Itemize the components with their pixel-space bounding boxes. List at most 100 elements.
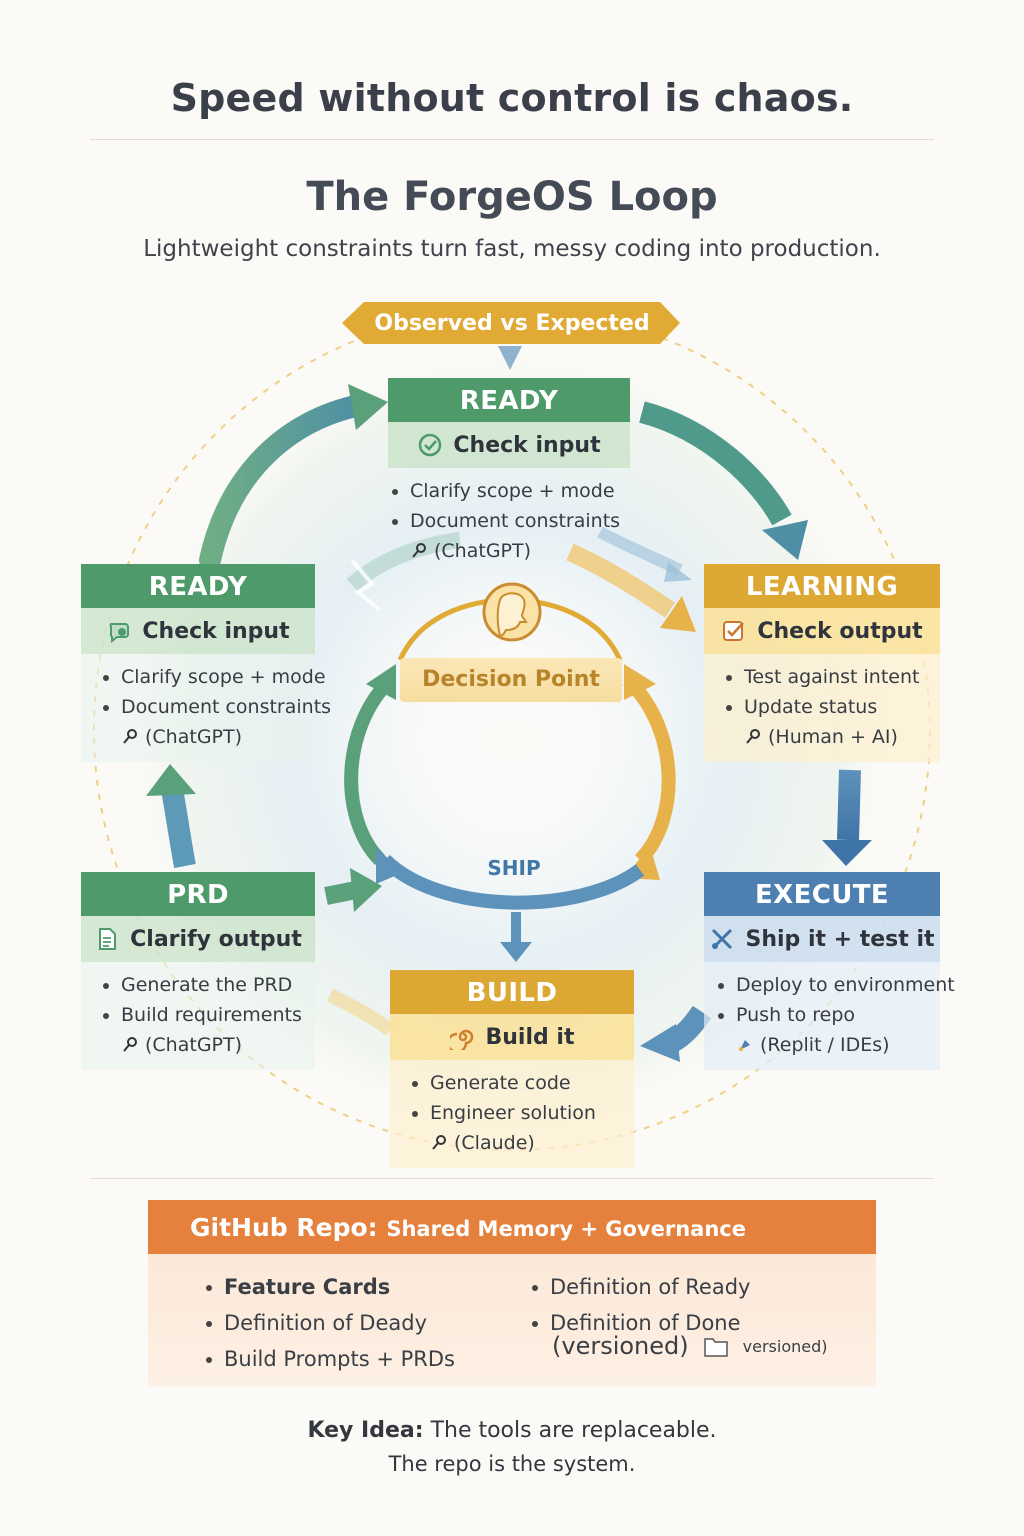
spiral-icon [449,1029,473,1050]
card-header: LEARNING [704,564,940,608]
inner-arc-right [623,674,676,865]
card-build: BUILD Build it Generate code Engineer so… [390,970,634,1168]
card-header: PRD [81,872,315,916]
list-item: Clarify scope + mode [99,662,326,692]
arrow-right-down [837,769,861,841]
card-body: Generate the PRD Build requirements (Cha… [81,962,315,1070]
pin-icon [746,729,760,744]
folder-icon [703,1338,728,1357]
checkbox-icon [723,621,745,641]
card-subheader-text: Build it [485,1024,575,1050]
card-subheader-text: Ship it + test it [745,926,935,952]
card-ready-left: READY Check input Clarify scope + mode D… [81,564,331,762]
list-item: Document constraints [388,506,630,536]
list-item: Build Prompts + PRDs [200,1342,455,1378]
tool-label: (Human + AI) [768,726,898,748]
card-execute: EXECUTE Ship it + test it Deploy to envi… [704,872,955,1070]
faint-arrow-right [566,543,675,618]
list-item: Test against intent [722,662,940,692]
arrow-prd-to-center-head [350,868,382,912]
card-body: Generate code Engineer solution (Claude) [390,1060,634,1168]
arrow-right-down-head [822,840,872,866]
pin-icon [123,729,137,744]
tool-label: (Replit / IDEs) [760,1034,890,1056]
tools-icon [712,928,733,950]
headline: Speed without control is chaos. [170,76,854,120]
repo-header: GitHub Repo: Shared Memory + Governance [148,1200,876,1254]
card-subheader: Clarify output [81,916,315,962]
pin-icon [432,1135,446,1150]
key-idea-label: Key Idea: [307,1418,424,1443]
list-item: Generate the PRD [99,970,315,1000]
arrow-left-to-top [199,394,371,571]
rocket-icon [739,1040,750,1051]
card-subheader-text: Check input [142,618,290,644]
card-prd: PRD Clarify output Generate the PRD Buil… [81,872,315,1070]
card-subheader: Build it [390,1014,634,1060]
versioned-note: (versioned) versioned) [552,1332,827,1360]
decision-point-label: Decision Point [400,658,622,702]
repo-list-right: Definition of Ready Definition of Done [526,1270,750,1342]
repo-list-left: Feature Cards Definition of Deady Build … [200,1270,455,1378]
list-item: Push to repo [714,1000,940,1030]
key-idea-line-2: The repo is the system. [388,1452,636,1476]
divider [90,139,934,140]
list-item: Definition of Deady [200,1306,455,1342]
card-subheader: Check input [81,608,315,654]
versioned-small-text: versioned) [742,1336,828,1356]
divider [90,1178,934,1179]
tool-label: (ChatGPT) [434,540,532,562]
card-body: Deploy to environment Push to repo (Repl… [704,962,955,1070]
list-item: Document constraints [99,692,331,722]
page-title: The ForgeOS Loop [306,174,718,220]
card-tool: (Claude) [408,1128,634,1158]
card-tool: (Replit / IDEs) [714,1030,940,1060]
arrow-execute-to-build-head [640,1024,680,1062]
check-circle-icon [419,433,442,457]
inner-arc-left [344,675,396,865]
page-subtitle: Lightweight constraints turn fast, messy… [143,236,881,262]
card-subheader: Check input [388,422,630,468]
arrow-prd-to-center [324,881,358,905]
list-item: Engineer solution [408,1098,634,1128]
card-header: READY [388,378,630,422]
card-body: Clarify scope + mode Document constraint… [388,468,630,574]
arrow-prd-up [161,787,196,869]
card-tool: (Human + AI) [722,722,940,752]
card-ready-top: READY Check input Clarify scope + mode D… [388,378,630,574]
faint-arrow-left [346,532,462,592]
card-subheader-text: Clarify output [130,926,302,952]
card-subheader: Check output [704,608,940,654]
card-subheader-text: Check input [453,432,601,458]
list-item: Definition of Done [526,1306,750,1342]
card-learning: LEARNING Check output Test against inten… [704,564,940,762]
list-item: Build requirements [99,1000,315,1030]
ship-label: SHIP [487,856,541,880]
card-subheader-text: Check output [757,618,923,644]
card-header: EXECUTE [704,872,940,916]
repo-subtitle: Shared Memory + Governance [386,1217,746,1241]
inner-arc-bottom [380,854,645,910]
list-item: Feature Cards [200,1270,455,1306]
card-body: Test against intent Update status (Human… [704,654,940,762]
card-tool: (ChatGPT) [99,722,315,752]
repo-title: GitHub Repo: [190,1213,378,1242]
key-idea-text: The tools are replaceable. [430,1418,717,1443]
chat-bubble-icon [109,623,130,644]
card-header: READY [81,564,315,608]
list-item: Deploy to environment [714,970,955,1000]
document-icon [99,928,117,950]
card-tool: (ChatGPT) [99,1030,315,1060]
list-item: Generate code [408,1068,634,1098]
tool-label: (ChatGPT) [145,726,243,748]
faint-arrow-right-head [660,596,696,632]
faint-arrow-bottom-left [326,988,395,1036]
card-body: Clarify scope + mode Document constraint… [81,654,331,762]
list-item: Definition of Ready [526,1270,750,1306]
github-repo-panel: GitHub Repo: Shared Memory + Governance … [148,1200,876,1386]
card-header: BUILD [390,970,634,1014]
observed-vs-expected-banner: Observed vs Expected [374,311,650,336]
arrow-prd-up-head [146,764,196,796]
observed-banner-shape [342,302,680,344]
key-idea-line-1: Key Idea: The tools are replaceable. [0,1418,1024,1443]
